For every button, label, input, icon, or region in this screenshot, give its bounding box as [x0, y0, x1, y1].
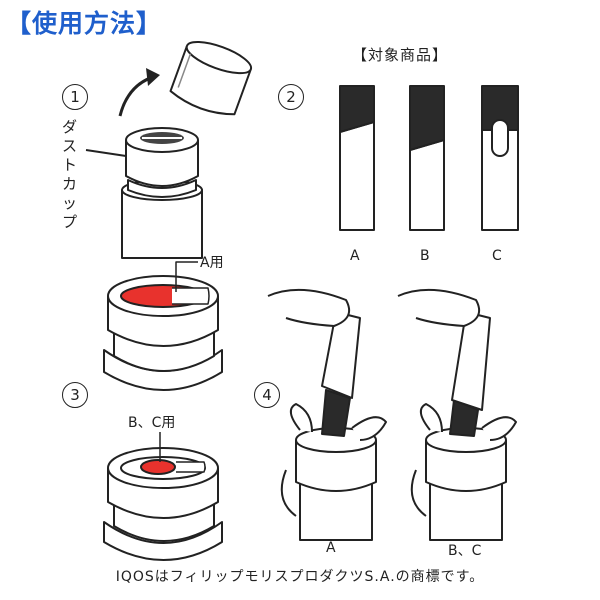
- dust-cup-leader-line: [85, 149, 127, 157]
- product-a-label: A: [350, 248, 360, 264]
- product-b: [409, 85, 445, 231]
- trademark-footer: IQOSはフィリップモリスプロダクツS.A.の商標です。: [115, 569, 485, 585]
- insert-a-label: A: [326, 540, 336, 556]
- step-1-number: 1: [62, 84, 88, 110]
- step-2-number: 2: [278, 84, 304, 110]
- holder-top-bc: [103, 447, 223, 561]
- product-c-label: C: [492, 248, 502, 264]
- insert-a: [267, 288, 387, 541]
- product-b-label: B: [420, 248, 430, 264]
- slot-a-label: A用: [200, 255, 224, 271]
- slot-a-leader: [175, 261, 198, 292]
- step1-holder: [121, 127, 203, 259]
- dust-cup-label: ダストカップ: [62, 118, 78, 231]
- slot-bc-label: B、C用: [128, 415, 176, 431]
- removed-cap: [169, 41, 253, 116]
- product-a: [339, 85, 375, 231]
- holder-top-a: [103, 275, 223, 391]
- insert-bc: [397, 288, 517, 541]
- insert-bc-label: B、C: [448, 543, 482, 559]
- page-title: 【使用方法】: [6, 9, 163, 38]
- step-4-number: 4: [254, 382, 280, 408]
- step-3-number: 3: [62, 382, 88, 408]
- product-c: [481, 85, 519, 231]
- target-products-heading: 【対象商品】: [352, 46, 449, 64]
